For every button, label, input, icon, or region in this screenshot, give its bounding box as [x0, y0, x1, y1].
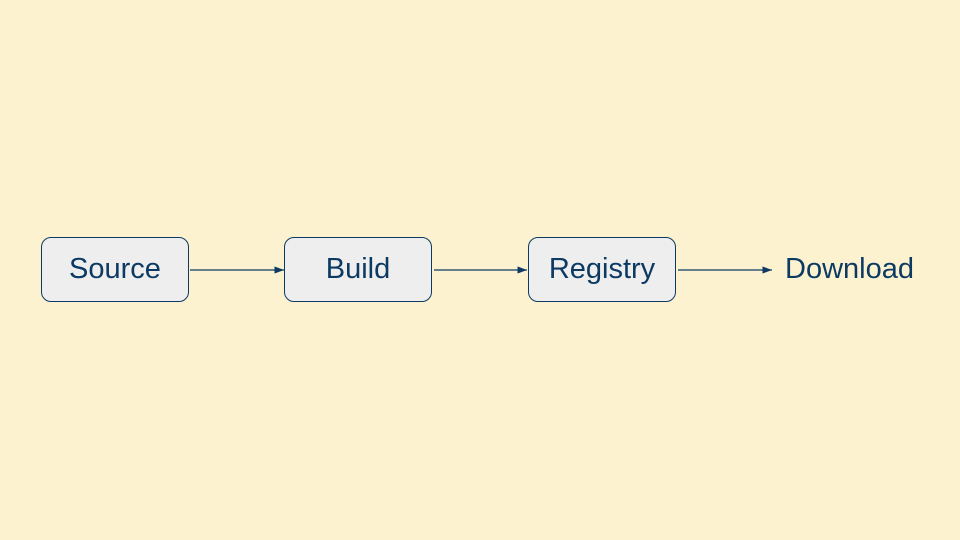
node-build: Build	[284, 237, 432, 302]
node-label: Source	[69, 253, 161, 285]
node-label: Build	[325, 253, 391, 285]
node-source: Source	[41, 237, 189, 302]
node-registry: Registry	[528, 237, 676, 302]
node-label: Registry	[548, 253, 656, 285]
output-download: Download	[785, 253, 914, 285]
